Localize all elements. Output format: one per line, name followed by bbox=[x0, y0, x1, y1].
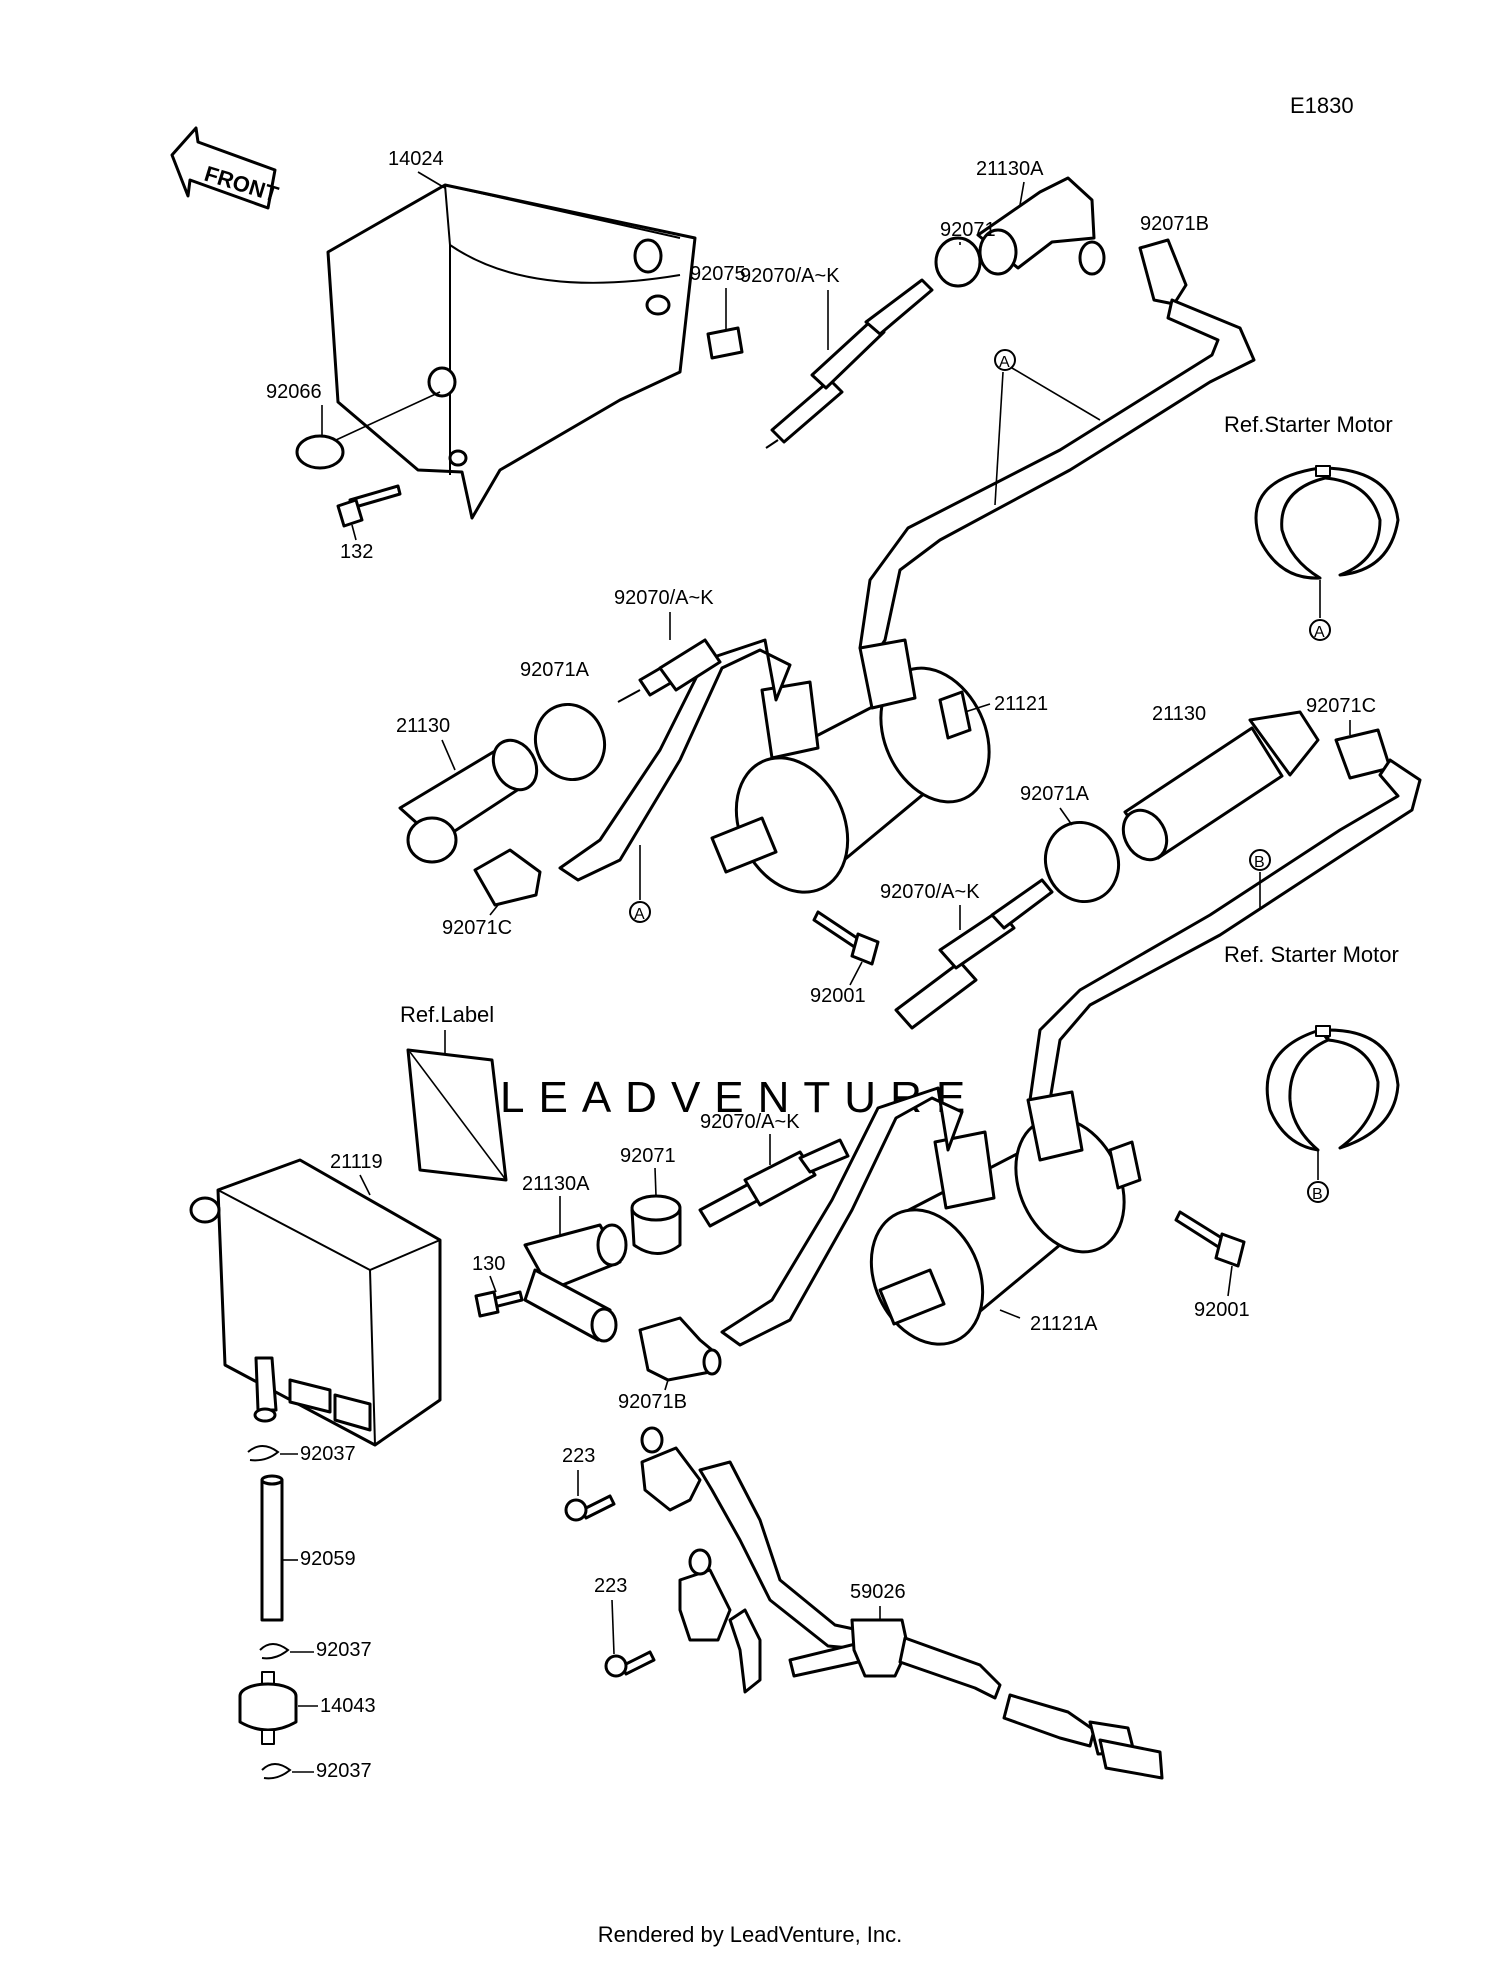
label-223-2: 223 bbox=[594, 1575, 627, 1597]
ref-starter-b: Ref. Starter Motor bbox=[1224, 942, 1399, 967]
plug-cap-mid-left-part bbox=[398, 738, 539, 864]
spark-plug-mid-left-part bbox=[617, 638, 722, 703]
marker-a-top: A bbox=[994, 349, 1101, 506]
label-92001-lower: 92001 bbox=[1194, 1299, 1250, 1321]
label-92001-upper: 92001 bbox=[810, 985, 866, 1007]
marker-a-starter: A bbox=[1309, 619, 1331, 641]
starter-band-a-part bbox=[1254, 465, 1400, 580]
label-92071C-mid-right: 92071C bbox=[1306, 695, 1376, 717]
label-92071A-mid-right: 92071A bbox=[1020, 783, 1090, 805]
marker-a-starter-text: A bbox=[1314, 624, 1325, 641]
label-92037-2: 92037 bbox=[316, 1639, 372, 1661]
ignition-coil-upper-part bbox=[710, 638, 991, 894]
cover-bolt-part bbox=[336, 484, 402, 528]
marker-b-starter-text: B bbox=[1312, 1186, 1323, 1203]
seal-mid-right-a-part bbox=[1044, 820, 1120, 904]
seal-low-b-part bbox=[638, 1316, 722, 1382]
label-92037-3: 92037 bbox=[316, 1760, 372, 1782]
plug-cap-low-part bbox=[523, 1223, 628, 1343]
marker-a-left: A bbox=[629, 845, 651, 923]
spark-plug-mid-right-part bbox=[894, 878, 1054, 1030]
label-59026: 59026 bbox=[850, 1581, 906, 1603]
seal-mid-left-a-part bbox=[534, 702, 606, 782]
plug-cap-top-part bbox=[976, 176, 1106, 276]
seal-low-part bbox=[630, 1194, 682, 1255]
screw-2-part bbox=[604, 1650, 656, 1678]
label-21121A: 21121A bbox=[1030, 1313, 1098, 1335]
spark-plug-top-part bbox=[765, 278, 934, 449]
label-92070-mid-right: 92070/A~K bbox=[880, 881, 980, 903]
label-92059: 92059 bbox=[300, 1548, 356, 1570]
label-14043: 14043 bbox=[320, 1695, 376, 1717]
label-132: 132 bbox=[340, 541, 373, 563]
ignition-coil-lower-part bbox=[869, 1090, 1142, 1346]
marker-b-starter: B bbox=[1307, 1181, 1329, 1203]
wiring-harness-part bbox=[640, 1426, 1164, 1780]
label-92071-low: 92071 bbox=[620, 1145, 676, 1167]
pad-part bbox=[706, 326, 744, 360]
label-92071B-low: 92071B bbox=[618, 1391, 687, 1413]
label-92070-top: 92070/A~K bbox=[740, 265, 840, 287]
seal-mid-left-c-part bbox=[473, 848, 542, 907]
label-21130A-low: 21130A bbox=[522, 1173, 590, 1195]
igniter-part bbox=[189, 1158, 442, 1447]
marker-a-left-text: A bbox=[634, 906, 645, 923]
marker-b-right-text: B bbox=[1254, 854, 1265, 871]
label-21119: 21119 bbox=[330, 1151, 383, 1173]
ref-label: Ref.Label bbox=[400, 1002, 494, 1027]
valve-part bbox=[238, 1671, 298, 1745]
seal-top-part bbox=[934, 236, 982, 288]
hv-cable-top-part bbox=[858, 298, 1256, 662]
label-92075: 92075 bbox=[690, 263, 746, 285]
label-21130-mid-left: 21130 bbox=[396, 715, 450, 737]
coil-bolt-upper-part bbox=[812, 910, 880, 966]
hv-cable-lower-part bbox=[720, 1086, 964, 1347]
starter-band-b-part bbox=[1265, 1025, 1400, 1152]
marker-a-top-text: A bbox=[999, 354, 1010, 371]
clamp-1-part bbox=[247, 1445, 280, 1462]
hose-part bbox=[260, 1474, 284, 1622]
front-arrow-icon: FRONT bbox=[170, 126, 282, 210]
clamp-2-part bbox=[259, 1643, 290, 1660]
spark-plug-low-part bbox=[698, 1138, 850, 1228]
seal-top-b-part bbox=[1138, 238, 1188, 306]
label-92037-1: 92037 bbox=[300, 1443, 356, 1465]
label-92071-top: 92071 bbox=[940, 219, 996, 241]
label-223-1: 223 bbox=[562, 1445, 595, 1467]
label-92070-mid-left: 92070/A~K bbox=[614, 587, 714, 609]
clamp-3-part bbox=[261, 1763, 292, 1780]
label-92071C-mid-left: 92071C bbox=[442, 917, 512, 939]
label-92070-low: 92070/A~K bbox=[700, 1111, 800, 1133]
cover-part bbox=[326, 183, 697, 520]
igniter-bolt-part bbox=[474, 1290, 524, 1318]
label-92066: 92066 bbox=[266, 381, 322, 403]
marker-b-right: B bbox=[1249, 849, 1271, 910]
label-21130-mid-right: 21130 bbox=[1152, 703, 1206, 725]
label-14024: 14024 bbox=[388, 148, 444, 170]
diagram-id: E1830 bbox=[1290, 93, 1354, 118]
plug-cap-mid-right-part bbox=[1121, 710, 1320, 862]
label-130: 130 bbox=[472, 1253, 505, 1275]
footer-credit: Rendered by LeadVenture, Inc. bbox=[597, 1922, 903, 1947]
coil-bolt-lower-part bbox=[1174, 1210, 1246, 1268]
label-92071B-top: 92071B bbox=[1140, 213, 1209, 235]
ref-starter-a: Ref.Starter Motor bbox=[1224, 412, 1393, 437]
label-92071A-mid-left: 92071A bbox=[520, 659, 590, 681]
label-21121: 21121 bbox=[994, 693, 1048, 715]
grommet-part bbox=[295, 434, 345, 470]
screw-1-part bbox=[564, 1494, 616, 1522]
label-21130A-top: 21130A bbox=[976, 158, 1044, 180]
